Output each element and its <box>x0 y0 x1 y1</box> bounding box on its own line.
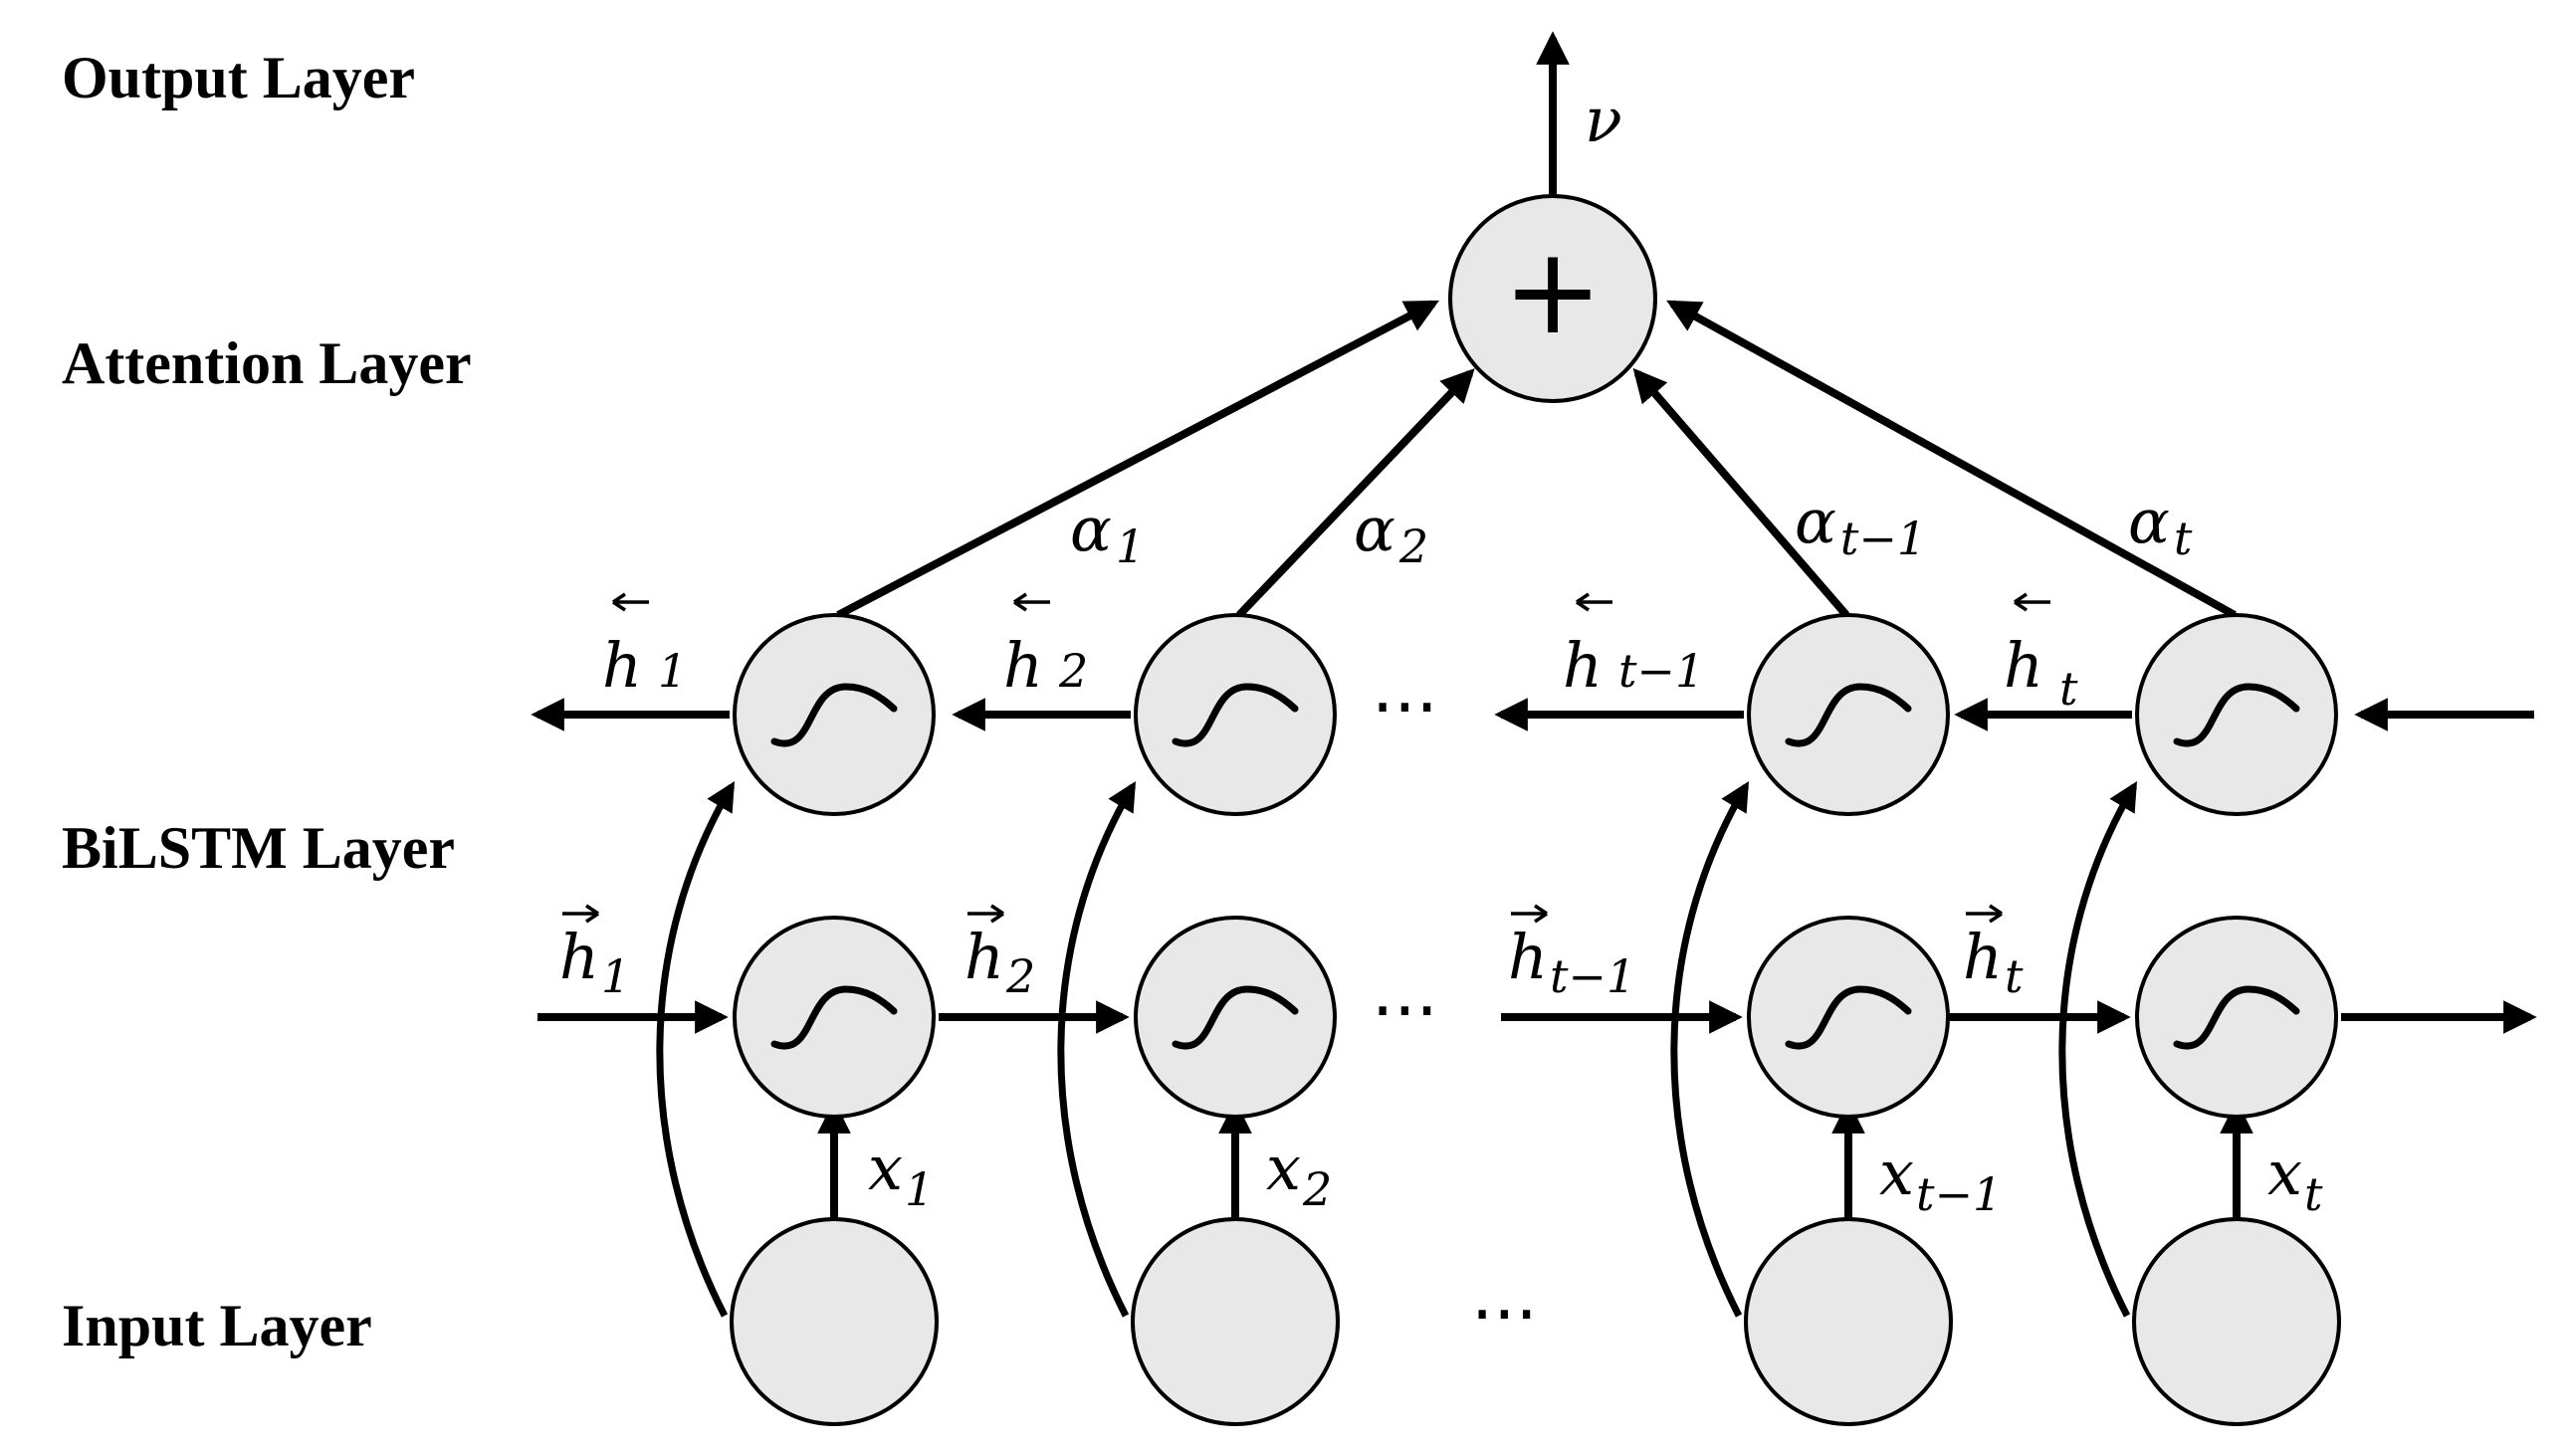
backward-lstm-node-2 <box>1134 613 1337 816</box>
attention-weight-t-1: αt−1 <box>1795 485 1926 565</box>
backward-lstm-node-t <box>2135 613 2338 816</box>
svg-text:h1: h1 <box>559 921 630 1003</box>
backward-lstm-node-t-1 <box>1747 613 1950 816</box>
sigmoid-icon <box>1172 683 1299 747</box>
output-layer-label: Output Layer <box>62 45 415 110</box>
svg-text:xt−1: xt−1 <box>1879 1137 2002 1221</box>
svg-text:h2: h2 <box>964 921 1035 1003</box>
sigmoid-icon <box>1785 985 1912 1050</box>
forward-lstm-node-1 <box>733 916 936 1119</box>
svg-text:xt: xt <box>2267 1137 2323 1221</box>
svg-text:ht−1: ht−1 <box>1563 629 1704 702</box>
input-label-t-1: xt−1 <box>1879 1137 2002 1221</box>
forward-lstm-node-t <box>2135 916 2338 1119</box>
svg-text:h2: h2 <box>1003 629 1088 702</box>
forward-lstm-node-t-1 <box>1747 916 1950 1119</box>
sigmoid-icon <box>2173 683 2300 747</box>
svg-text:ht: ht <box>2004 629 2078 716</box>
svg-text:α2: α2 <box>1354 493 1428 573</box>
sigmoid-icon <box>770 683 898 747</box>
forward-ellipsis: ··· <box>1372 970 1438 1052</box>
attention-weight-1: α1 <box>1070 493 1145 573</box>
backward-ellipsis: ··· <box>1372 667 1438 748</box>
attention-arrow-t <box>1666 300 2237 619</box>
input-label-t: xt <box>2267 1137 2323 1221</box>
attention-arrow-1 <box>836 300 1439 619</box>
svg-text:α1: α1 <box>1070 493 1145 573</box>
sigmoid-icon <box>1785 683 1912 747</box>
svg-text:ht−1: ht−1 <box>1508 921 1635 1003</box>
attention-arrow-t-1 <box>1632 367 1850 618</box>
svg-text:x2: x2 <box>1266 1132 1332 1216</box>
forward-state-label-1: h1 <box>559 904 630 1003</box>
input-layer-label: Input Layer <box>62 1293 372 1358</box>
sigmoid-icon <box>770 985 898 1050</box>
input-to-backward-curve-1 <box>656 780 736 1318</box>
forward-state-label-t: ht <box>1963 904 2024 1003</box>
output-symbol: ν <box>1585 84 1622 156</box>
input-to-backward-curve-t <box>2058 780 2138 1318</box>
input-to-backward-curve-t-1 <box>1670 780 1750 1318</box>
input-label-2: x2 <box>1266 1132 1332 1216</box>
forward-lstm-node-2 <box>1134 916 1337 1119</box>
sigmoid-icon <box>1172 985 1299 1050</box>
forward-state-label-2: h2 <box>964 904 1035 1003</box>
input-node-t-1 <box>1744 1217 1953 1426</box>
svg-text:ht: ht <box>1963 921 2024 1003</box>
input-node-2 <box>1131 1217 1340 1426</box>
forward-state-label-t-1: ht−1 <box>1508 904 1635 1003</box>
input-to-backward-curve-2 <box>1057 780 1137 1318</box>
attention-weight-2: α2 <box>1354 493 1428 573</box>
backward-lstm-node-1 <box>733 613 936 816</box>
svg-text:αt−1: αt−1 <box>1795 485 1926 565</box>
attention-weight-t: αt <box>2128 485 2193 565</box>
svg-text:h1: h1 <box>602 629 687 702</box>
input-node-1 <box>730 1217 939 1426</box>
bilstm-layer-label: BiLSTM Layer <box>62 815 455 881</box>
attention-arrow-2 <box>1236 368 1475 618</box>
input-node-t <box>2132 1217 2341 1426</box>
sigmoid-icon <box>2173 985 2300 1050</box>
input-label-1: x1 <box>868 1132 934 1216</box>
plus-icon: + <box>1503 223 1604 361</box>
attention-sum-node <box>1448 194 1657 403</box>
svg-text:αt: αt <box>2128 485 2193 565</box>
svg-text:x1: x1 <box>868 1132 934 1216</box>
attention-layer-label: Attention Layer <box>62 330 472 396</box>
input-ellipsis: ··· <box>1471 1274 1538 1355</box>
